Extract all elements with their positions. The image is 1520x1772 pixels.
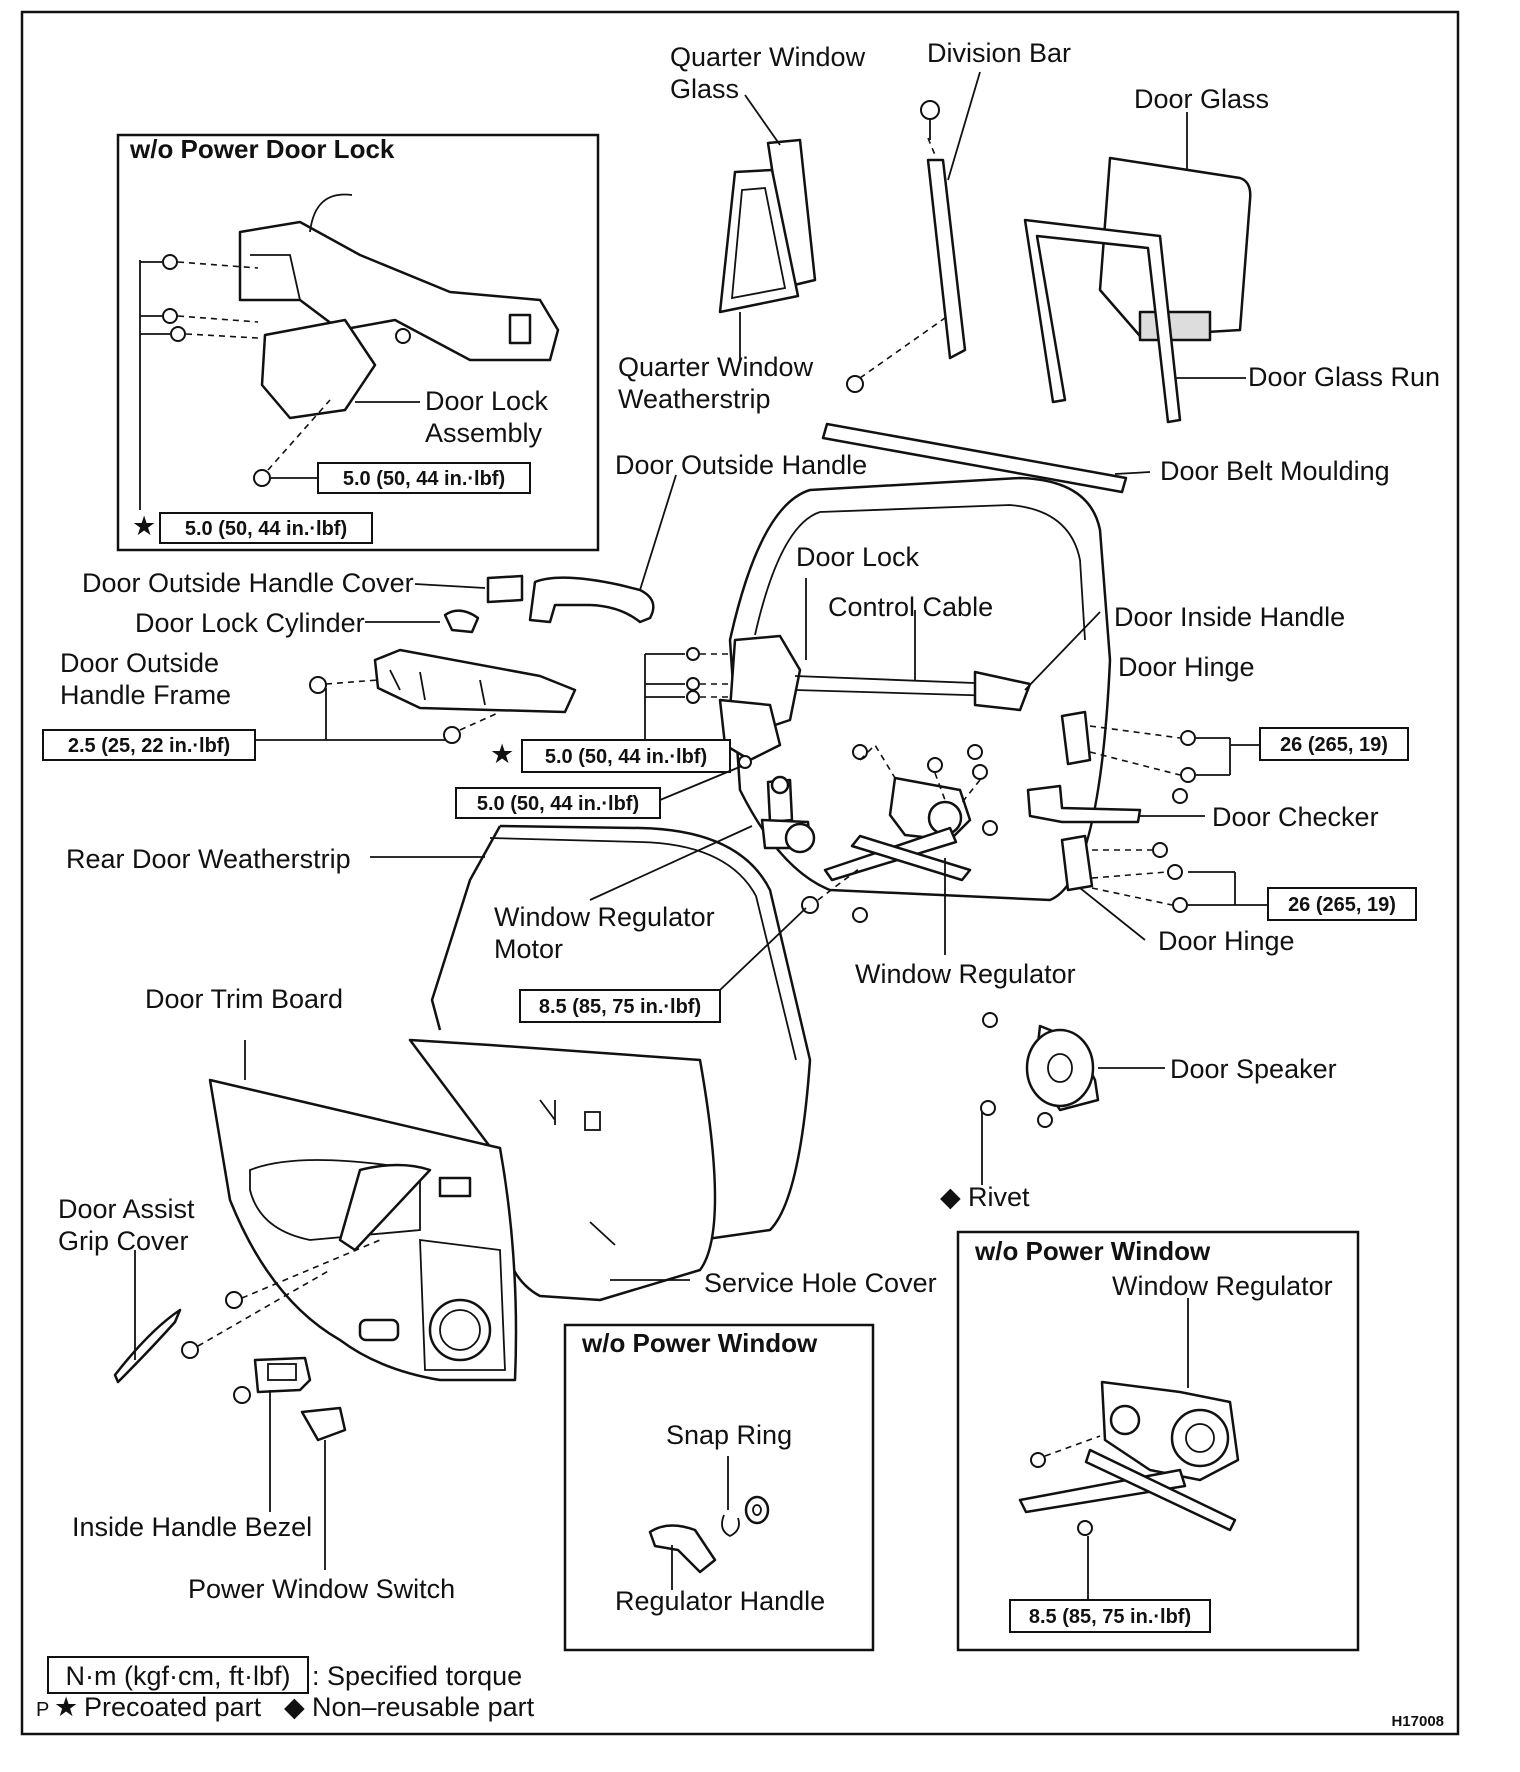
torque-box-lock-inset-star: [159, 512, 373, 544]
label-inside-handle-bezel: Inside Handle Bezel: [72, 1512, 312, 1542]
torque-box-door-lock-star: [521, 739, 731, 773]
label-door-assist-grip-cover-2: Grip Cover: [58, 1226, 189, 1256]
door-assist-grip-cover-drawing: [113, 1308, 182, 1384]
label-door-trim-board: Door Trim Board: [145, 984, 343, 1014]
label-door-outside-handle-frame-1: Door Outside: [60, 648, 219, 678]
label-window-regulator-motor-2: Motor: [494, 934, 563, 964]
inset-title-power-door-lock: w/o Power Door Lock: [129, 134, 395, 164]
torque-door-lock-lower: 5.0 (50, 44 in.·lbf): [477, 793, 639, 815]
division-bar-drawing: [846, 100, 967, 393]
label-quarter-window-glass-1: Quarter Window: [670, 42, 866, 72]
inset-title-manual-window-regulator: w/o Power Window: [974, 1236, 1211, 1266]
regulator-handle-drawing: [648, 1495, 770, 1574]
legend-precoated-prefix: P: [36, 1699, 49, 1721]
manual-window-regulator-drawing: [1018, 1380, 1240, 1536]
inset-power-door-lock-frame: [116, 133, 600, 552]
label-quarter-window-weatherstrip-1: Quarter Window: [618, 352, 814, 382]
label-window-regulator-motor-1: Window Regulator: [494, 902, 715, 932]
door-lock-drawing: [686, 634, 1032, 769]
torque-regulator: 8.5 (85, 75 in.·lbf): [539, 996, 701, 1018]
torque-handle-frame: 2.5 (25, 22 in.·lbf): [68, 735, 230, 757]
window-regulator-motor-drawing: [760, 775, 816, 854]
label-door-lock: Door Lock: [796, 542, 920, 572]
torque-lock-assy-inset: 5.0 (50, 44 in.·lbf): [343, 468, 505, 490]
torque-box-hinge-upper: [1259, 727, 1409, 761]
rear-door-weatherstrip-drawing: [430, 824, 812, 1242]
inset-door-lock-assembly-drawing: [162, 193, 560, 487]
legend-nonreusable-diamond: ◆: [284, 1692, 305, 1722]
label-door-assist-grip-cover-1: Door Assist: [58, 1194, 195, 1224]
door-hinge-lower-drawing: [1060, 834, 1188, 913]
door-checker-drawing: [1026, 784, 1142, 824]
label-control-cable: Control Cable: [828, 592, 993, 622]
label-door-lock-assembly-1: Door Lock: [425, 386, 549, 416]
label-door-outside-handle-cover: Door Outside Handle Cover: [82, 568, 414, 598]
label-division-bar: Division Bar: [927, 38, 1071, 68]
inset-manual-window-regulator-frame: [956, 1230, 1360, 1652]
label-quarter-window-glass-2: Glass: [670, 74, 739, 104]
label-rivet: Rivet: [968, 1182, 1030, 1212]
door-outside-handle-drawing: [309, 574, 655, 744]
label-rear-door-weatherstrip: Rear Door Weatherstrip: [66, 844, 351, 874]
label-service-hole-cover: Service Hole Cover: [704, 1268, 937, 1298]
outer-frame: [20, 10, 1460, 1736]
door-panel-drawing: [728, 476, 1112, 902]
door-trim-board-drawing: [181, 1078, 518, 1382]
label-window-regulator: Window Regulator: [855, 959, 1076, 989]
precoated-star-door-lock: ★: [490, 739, 514, 769]
torque-box-hinge-lower: [1267, 887, 1417, 921]
label-power-window-switch: Power Window Switch: [188, 1574, 455, 1604]
torque-lock-inset-star: 5.0 (50, 44 in.·lbf): [185, 518, 347, 540]
legend-precoated: Precoated part: [84, 1692, 262, 1722]
label-door-outside-handle: Door Outside Handle: [615, 450, 867, 480]
torque-box-manual-regulator: [1009, 1599, 1211, 1633]
torque-box-regulator: [519, 989, 721, 1023]
nonreusable-symbol-rivet: ◆: [940, 1182, 961, 1212]
legend-unit-box-text: N·m (kgf·cm, ft·lbf): [66, 1661, 291, 1691]
door-glass-drawing: [1098, 112, 1252, 342]
door-speaker-drawing: [980, 1012, 1100, 1128]
label-door-speaker: Door Speaker: [1170, 1054, 1337, 1084]
diagram-code: H17008: [1391, 1713, 1444, 1730]
label-door-outside-handle-frame-2: Handle Frame: [60, 680, 231, 710]
torque-box-handle-frame: [42, 729, 256, 761]
label-door-hinge-lower: Door Hinge: [1158, 926, 1295, 956]
power-window-switch-drawing: [300, 1406, 347, 1442]
torque-manual-regulator: 8.5 (85, 75 in.·lbf): [1029, 1606, 1191, 1628]
label-door-lock-assembly-2: Assembly: [425, 418, 543, 448]
label-inset-window-regulator: Window Regulator: [1112, 1271, 1333, 1301]
precoated-star-inset: ★: [132, 511, 156, 541]
label-regulator-handle: Regulator Handle: [615, 1586, 825, 1616]
label-door-lock-cylinder: Door Lock Cylinder: [135, 608, 365, 638]
torque-hinge-lower: 26 (265, 19): [1288, 894, 1396, 916]
label-door-glass: Door Glass: [1134, 84, 1269, 114]
label-door-inside-handle: Door Inside Handle: [1114, 602, 1345, 632]
torque-box-door-lock-lower: [455, 787, 661, 819]
torque-box-lock-assy-inset: [317, 462, 531, 494]
quarter-window-glass-drawing: [718, 138, 817, 314]
inset-title-manual-window-handle: w/o Power Window: [581, 1328, 818, 1358]
door-glass-run-drawing: [1023, 218, 1182, 424]
door-hinge-upper-drawing: [1060, 710, 1196, 804]
legend-precoated-star: ★: [54, 1692, 78, 1722]
inside-handle-bezel-drawing: [233, 1356, 312, 1404]
inset-manual-window-handle-frame: [563, 1323, 875, 1652]
label-door-belt-moulding: Door Belt Moulding: [1160, 456, 1390, 486]
legend-unit-box: [47, 1656, 309, 1694]
window-regulator-drawing: [801, 744, 998, 923]
label-snap-ring: Snap Ring: [666, 1420, 792, 1450]
torque-door-lock-star: 5.0 (50, 44 in.·lbf): [545, 746, 707, 768]
label-quarter-window-weatherstrip-2: Weatherstrip: [618, 384, 771, 414]
legend-nonreusable: Non–reusable part: [312, 1692, 535, 1722]
label-door-checker: Door Checker: [1212, 802, 1379, 832]
torque-hinge-upper: 26 (265, 19): [1280, 734, 1388, 756]
label-door-hinge-upper: Door Hinge: [1118, 652, 1255, 682]
legend-unit-desc: : Specified torque: [312, 1661, 522, 1691]
label-door-glass-run: Door Glass Run: [1248, 362, 1440, 392]
